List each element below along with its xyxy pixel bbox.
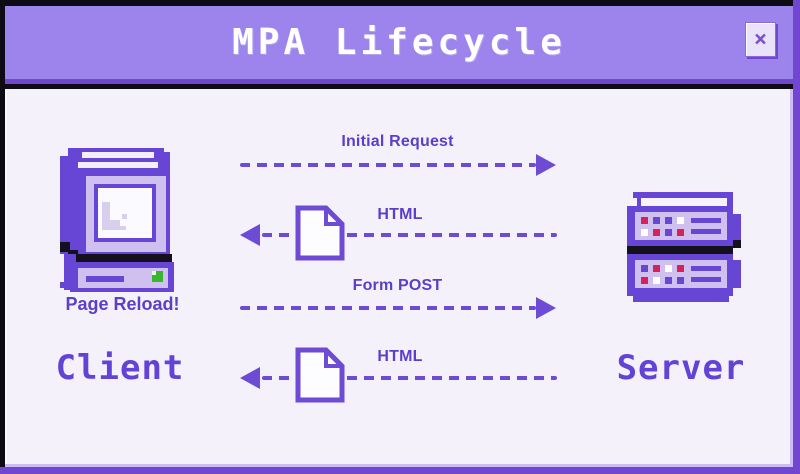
server-label: Server: [616, 348, 746, 388]
flow-html-response-line: [262, 233, 557, 237]
arrowhead-left-icon: [240, 224, 260, 246]
arrowhead-left-icon: [240, 367, 260, 389]
close-button[interactable]: ×: [745, 22, 776, 57]
page-reload-caption: Page Reload!: [65, 294, 180, 314]
flow-form-post-line: [240, 306, 536, 310]
arrowhead-right-icon: [536, 154, 556, 176]
flow-html-response-label: HTML: [377, 206, 423, 223]
window-border-bottom: [0, 467, 800, 474]
arrowhead-right-icon: [536, 297, 556, 319]
window-border-right: [793, 0, 800, 474]
flow-html-response2-label: HTML: [377, 348, 423, 365]
window-title: MPA Lifecycle: [232, 22, 566, 63]
flow-html-response2-line: [262, 376, 557, 380]
client-label: Client: [55, 348, 185, 388]
html-document-icon: [295, 347, 345, 403]
server-rack-icon: [627, 192, 741, 302]
flow-initial-request-line: [240, 163, 536, 167]
html-document-icon: [295, 205, 345, 261]
close-icon: ×: [753, 26, 768, 52]
client-computer-icon: [60, 148, 174, 292]
flow-initial-request-label: Initial Request: [341, 133, 454, 150]
title-bar: MPA Lifecycle ×: [5, 6, 793, 84]
flow-form-post-label: Form POST: [352, 277, 443, 294]
